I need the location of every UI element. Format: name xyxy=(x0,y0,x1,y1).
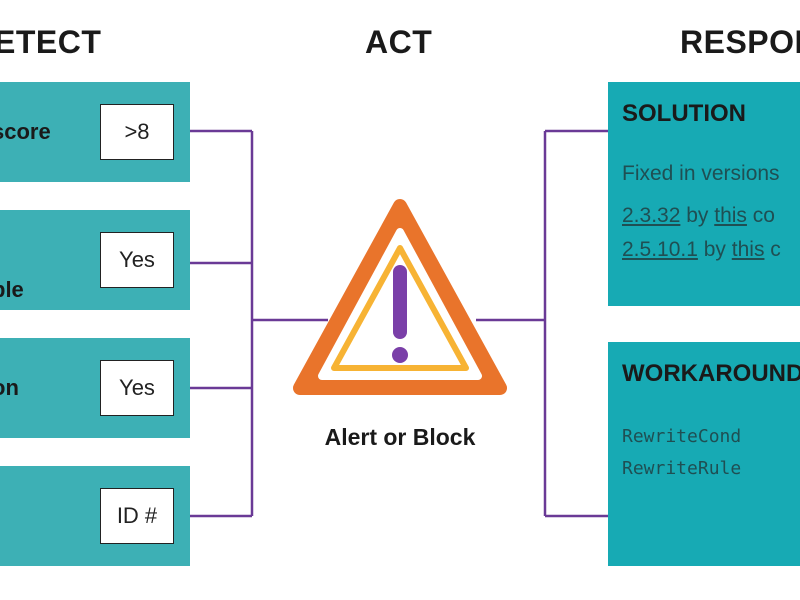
detect-value-box: >8 xyxy=(100,104,174,160)
solution-line-1: 2.3.32 by this co xyxy=(622,204,775,228)
solution-title: SOLUTION xyxy=(622,100,746,127)
version-link[interactable]: 2.3.32 xyxy=(622,204,681,227)
detect-label: score xyxy=(0,119,51,144)
solution-line-2: 2.5.10.1 by this c xyxy=(622,238,781,262)
detect-row-exploitable: ble Yes xyxy=(0,210,190,310)
act-heading: ACT xyxy=(365,24,433,60)
workaround-panel: WORKAROUND RewriteCond RewriteRule xyxy=(608,342,800,566)
respond-heading: RESPON xyxy=(680,24,800,60)
commit-link[interactable]: this xyxy=(714,204,747,227)
detect-row-risk-score: score >8 xyxy=(0,82,190,182)
by-text: by xyxy=(680,204,715,227)
workaround-title: WORKAROUND xyxy=(622,360,800,387)
solution-intro: Fixed in versions xyxy=(622,162,780,185)
by-text: by xyxy=(697,238,732,261)
solution-panel: SOLUTION Fixed in versions 2.3.32 by thi… xyxy=(608,82,800,306)
commit-link[interactable]: this xyxy=(731,238,765,261)
warning-triangle-icon xyxy=(293,199,507,395)
code-line: RewriteCond xyxy=(622,426,742,447)
detect-row-application: on Yes xyxy=(0,338,190,438)
rest-text: co xyxy=(746,204,775,227)
detect-label: ble xyxy=(0,277,24,302)
exclamation-dot xyxy=(392,347,408,363)
detect-label: on xyxy=(0,375,19,400)
act-caption: Alert or Block xyxy=(324,424,476,450)
detect-row-id: ID # xyxy=(0,466,190,566)
code-line: RewriteRule xyxy=(622,458,742,479)
rest-text: c xyxy=(764,238,781,261)
detect-value-box: ID # xyxy=(100,488,174,544)
detect-value-box: Yes xyxy=(100,232,174,288)
detect-heading: ETECT xyxy=(0,24,102,60)
detect-value-box: Yes xyxy=(100,360,174,416)
version-link[interactable]: 2.5.10.1 xyxy=(622,238,698,261)
